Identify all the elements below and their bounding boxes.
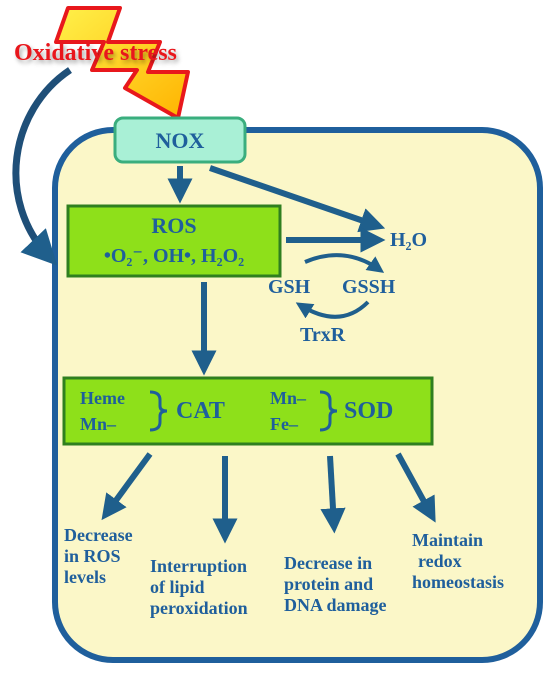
outcome-arrow-4 [395,452,436,523]
sod-form-2: Fe– [270,414,299,434]
outcome-4: Maintain redox homeostasis [412,530,504,592]
outcome-2: Interruption of lipid peroxidation [150,556,252,618]
gsh-to-gssh-arrow [304,253,385,273]
sod-form-1: Mn– [270,388,307,408]
sod-brace [319,390,338,432]
gssh-label: GSSH [342,276,396,298]
trxr-label: TrxR [300,324,346,346]
ros-label: ROS [151,213,196,238]
outcome-1: Decrease in ROS levels [64,525,137,587]
water-label: H₂O [390,229,427,251]
nox-to-water-arrow [209,165,386,233]
gssh-to-gsh-arrow [295,300,370,319]
cat-name: CAT [176,398,225,424]
stress-to-ros-arrow [12,67,72,266]
diagram-title: Oxidative stress [14,40,177,66]
ros-box: ROS •O₂⁻, OH•, H₂O₂ [66,204,282,278]
enzymes-box: Heme Mn– CAT Mn– Fe– SOD [62,376,434,446]
sod-name: SOD [344,398,393,424]
gsh-label: GSH [268,276,311,298]
ros-species: •O₂⁻, OH•, H₂O₂ [104,245,244,267]
cat-brace [149,390,168,432]
outcome-arrow-3 [320,455,346,534]
nox-label: NOX [156,128,205,153]
cat-form-1: Heme [80,388,125,408]
outcome-3: Decrease in protein and DNA damage [284,553,387,615]
cat-form-2: Mn– [80,414,117,434]
outcome-arrow-1 [101,452,153,521]
nox-box: NOX [113,116,247,164]
